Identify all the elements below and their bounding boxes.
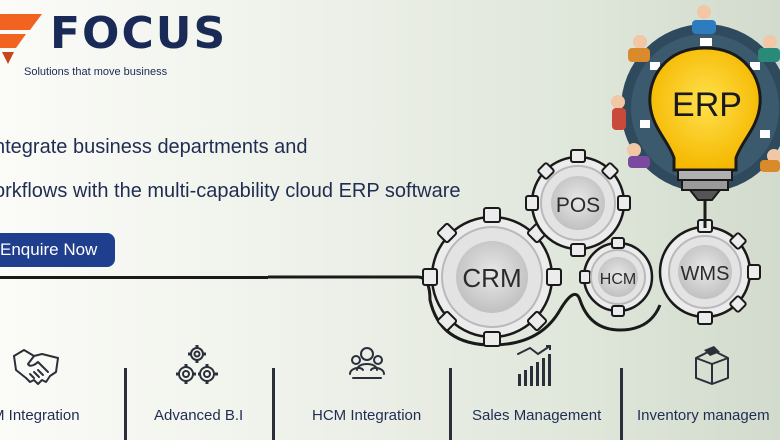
connector-line (268, 275, 662, 347)
feature-separator (620, 368, 623, 440)
hcm-gear (579, 237, 654, 317)
box-icon (695, 346, 729, 385)
pos-label: POS (556, 194, 600, 217)
handshake-icon (13, 349, 59, 385)
erp-bulb-icon (648, 46, 762, 228)
wms-label: WMS (681, 263, 730, 285)
crm-label: CRM (462, 263, 521, 293)
pos-gear (525, 149, 631, 257)
feature-label-advanced-bi: Advanced B.I (154, 407, 244, 424)
enquire-now-button[interactable]: Enquire Now (0, 233, 115, 267)
feature-label-crm-integration: M Integration (0, 407, 80, 424)
brand-name: FOCUS (50, 8, 228, 59)
feature-separator (272, 368, 275, 440)
hcm-label: HCM (600, 271, 636, 288)
headline-line-2: orkflows with the multi-capability cloud… (0, 180, 461, 202)
brand-tagline: Solutions that move business (24, 66, 168, 78)
feature-separator (449, 368, 452, 440)
people-icon (349, 347, 385, 379)
crm-gear (422, 207, 562, 347)
feature-label-sales-management: Sales Management (472, 407, 602, 424)
headline-line-1: ntegrate business departments and (0, 136, 308, 158)
feature-label-inventory-management: Inventory managem (637, 407, 770, 424)
hero-divider (0, 276, 268, 279)
erp-label: ERP (672, 86, 742, 124)
feature-label-hcm-integration: HCM Integration (312, 407, 422, 424)
gears-icon (176, 345, 218, 384)
wms-gear (658, 219, 761, 325)
feature-separator (124, 368, 127, 440)
bar-chart-icon (517, 345, 551, 386)
focus-logo-icon (0, 14, 42, 64)
